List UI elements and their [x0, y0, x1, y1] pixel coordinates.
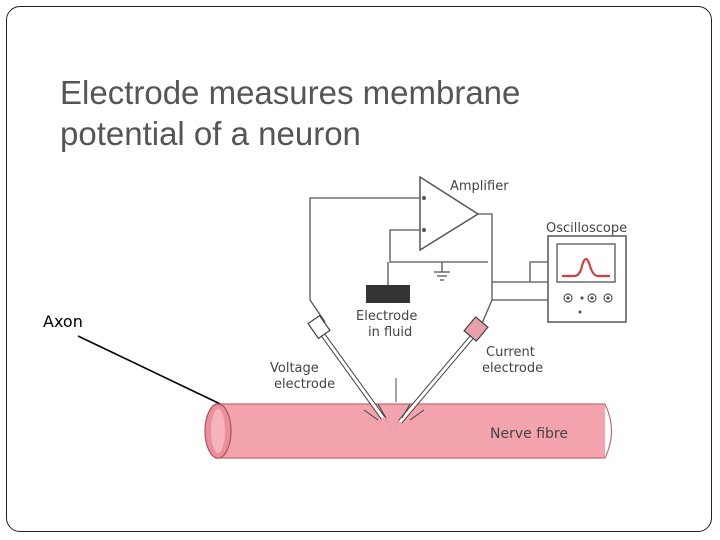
oscilloscope: [547, 235, 627, 323]
current-electrode: [393, 316, 489, 431]
nerve-fibre-label: Nerve fibre: [490, 426, 568, 442]
voltage-electrode: [307, 314, 393, 429]
field-arrows: [363, 378, 425, 421]
axon-label: Axon: [43, 312, 83, 331]
circuit-wires: [309, 197, 548, 329]
voltage-electrode-label-2: electrode: [274, 377, 335, 392]
voltage-electrode-label-1: Voltage: [270, 361, 319, 376]
amplifier: [419, 175, 480, 252]
oscilloscope-label: Oscilloscope: [546, 221, 627, 236]
electrode-in-fluid: [366, 285, 410, 303]
current-electrode-label-1: Current: [486, 345, 535, 360]
amplifier-label: Amplifier: [450, 179, 509, 194]
title-line-2: potential of a neuron: [60, 115, 361, 152]
electrode-fluid-label-1: Electrode: [356, 309, 417, 324]
electrode-fluid-label-2: in fluid: [368, 325, 412, 340]
current-electrode-label-2: electrode: [482, 361, 543, 376]
ground-symbol: [434, 271, 450, 281]
oscilloscope-trace: [562, 257, 610, 278]
slide-title: Electrode measures membrane potential of…: [60, 72, 660, 154]
title-line-1: Electrode measures membrane: [60, 74, 521, 111]
